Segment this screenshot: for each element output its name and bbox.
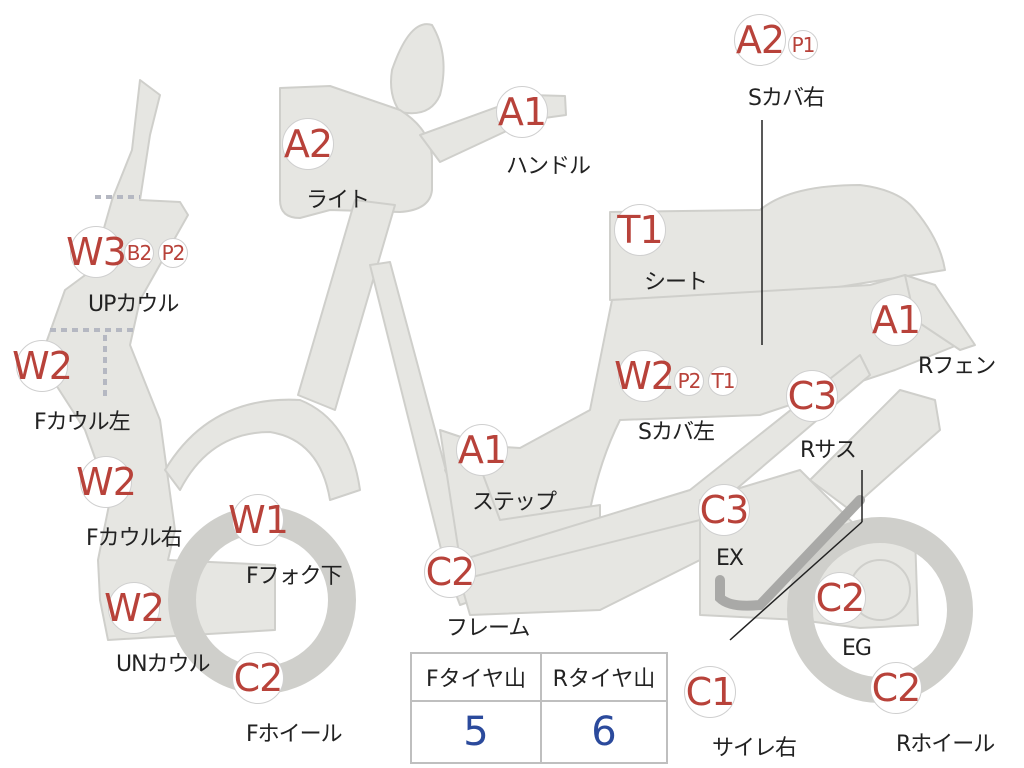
s-cover-left-badge-1: W2 (614, 350, 675, 402)
f-wheel-badge-1: C2 (232, 652, 284, 704)
seat-shape (609, 184, 946, 301)
step-label: ステップ (472, 490, 557, 515)
f-wheel-label: Fホイール (246, 722, 343, 747)
f-cowl-right-label: Fカウル右 (86, 526, 183, 551)
f-fork-lower-label: Fフォク下 (246, 564, 343, 589)
r-fender-label: Rフェン (918, 354, 996, 379)
frame-label: フレーム (446, 616, 530, 641)
front-frame-shape (297, 199, 396, 411)
light-badge-1: A2 (282, 118, 334, 170)
engine-label: EG (842, 636, 872, 661)
frame-badge-1: C2 (424, 546, 476, 598)
table-divider (540, 654, 542, 762)
front-tire-header: Fタイヤ山 (412, 654, 540, 702)
light-label: ライト (306, 188, 370, 213)
rear-tire-header: Rタイヤ山 (542, 654, 666, 702)
s-cover-left-badge-3: T1 (708, 366, 738, 396)
r-suspension-badge-1: C3 (786, 370, 838, 422)
front-tire-value: 5 (463, 709, 489, 755)
r-fender-badge-1: A1 (870, 294, 922, 346)
exhaust-label: EX (716, 546, 744, 571)
f-cowl-right-badge-1: W2 (76, 456, 137, 508)
s-cover-left-label: Sカバ左 (638, 420, 715, 445)
handle-label: ハンドル (506, 154, 591, 179)
up-cowl-badge-3: P2 (158, 238, 188, 268)
tire-tread-table: Fタイヤ山 Rタイヤ山 5 6 (410, 652, 668, 764)
frame-lower-shape (459, 509, 761, 616)
silencer-right-badge-1: C1 (684, 666, 736, 718)
f-fork-lower-badge-1: W1 (228, 494, 289, 546)
f-cowl-left-badge-1: W2 (12, 340, 73, 392)
s-cover-right-label: Sカバ右 (748, 86, 825, 111)
s-cover-right-badge-2: P1 (788, 30, 818, 60)
exhaust-pipe (715, 495, 865, 611)
front-fender-shape (164, 398, 361, 501)
rear-tire-value: 6 (591, 709, 617, 755)
up-cowl-label: UPカウル (88, 292, 179, 317)
seat-label: シート (644, 270, 708, 295)
silencer-right-label: サイレ右 (712, 736, 797, 761)
exhaust-badge-1: C3 (698, 484, 750, 536)
r-wheel-label: Rホイール (896, 732, 995, 757)
un-cowl-badge-1: W2 (104, 582, 165, 634)
r-suspension-label: Rサス (800, 438, 857, 463)
engine-badge-1: C2 (814, 572, 866, 624)
handle-badge-1: A1 (496, 86, 548, 138)
frame-rail-shape (444, 354, 871, 606)
windscreen-shape (390, 23, 445, 115)
r-wheel-badge-1: C2 (870, 662, 922, 714)
rear-suspension-shape (809, 389, 941, 511)
seat-badge-1: T1 (614, 204, 666, 256)
s-cover-right-badge-1: A2 (734, 14, 786, 66)
f-cowl-left-label: Fカウル左 (34, 410, 131, 435)
up-cowl-badge-2: B2 (124, 238, 154, 268)
front-cowl-shape (39, 79, 276, 641)
un-cowl-label: UNカウル (116, 652, 211, 677)
up-cowl-badge-1: W3 (66, 226, 127, 278)
s-cover-left-badge-2: P2 (674, 366, 704, 396)
step-badge-1: A1 (456, 424, 508, 476)
